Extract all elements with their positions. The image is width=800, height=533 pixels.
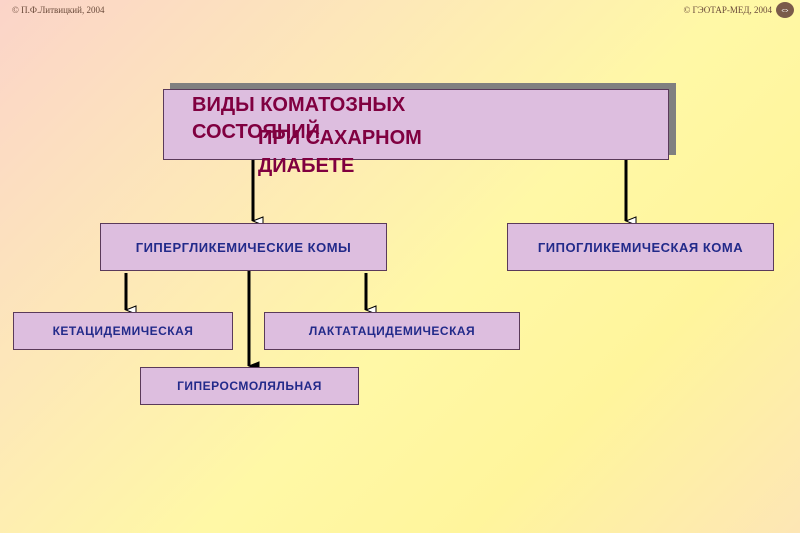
node-hypoglycemic: ГИПОГЛИКЕМИЧЕСКАЯ КОМА: [507, 223, 774, 271]
copyright-right: © ГЭОТАР-МЕД, 2004: [683, 5, 772, 15]
title-box: [163, 89, 669, 160]
title-line-3: ПРИ САХАРНОМ: [258, 127, 422, 149]
title-line-4: ДИАБЕТЕ: [258, 155, 355, 177]
copyright-left: © П.Ф.Литвицкий, 2004: [12, 5, 105, 15]
node-lactate: ЛАКТАТАЦИДЕМИЧЕСКАЯ: [264, 312, 520, 350]
node-hyperglycemic: ГИПЕРГЛИКЕМИЧЕСКИЕ КОМЫ: [100, 223, 387, 271]
arrows-icon[interactable]: ⇔: [776, 2, 794, 18]
title-line-2: СОСТОЯНИЙ: [192, 121, 321, 143]
node-hyperosmolar: ГИПЕРОСМОЛЯЛЬНАЯ: [140, 367, 359, 405]
title-line-1: ВИДЫ КОМАТОЗНЫХ: [192, 94, 406, 116]
node-ketoacidemic: КЕТАЦИДЕМИЧЕСКАЯ: [13, 312, 233, 350]
